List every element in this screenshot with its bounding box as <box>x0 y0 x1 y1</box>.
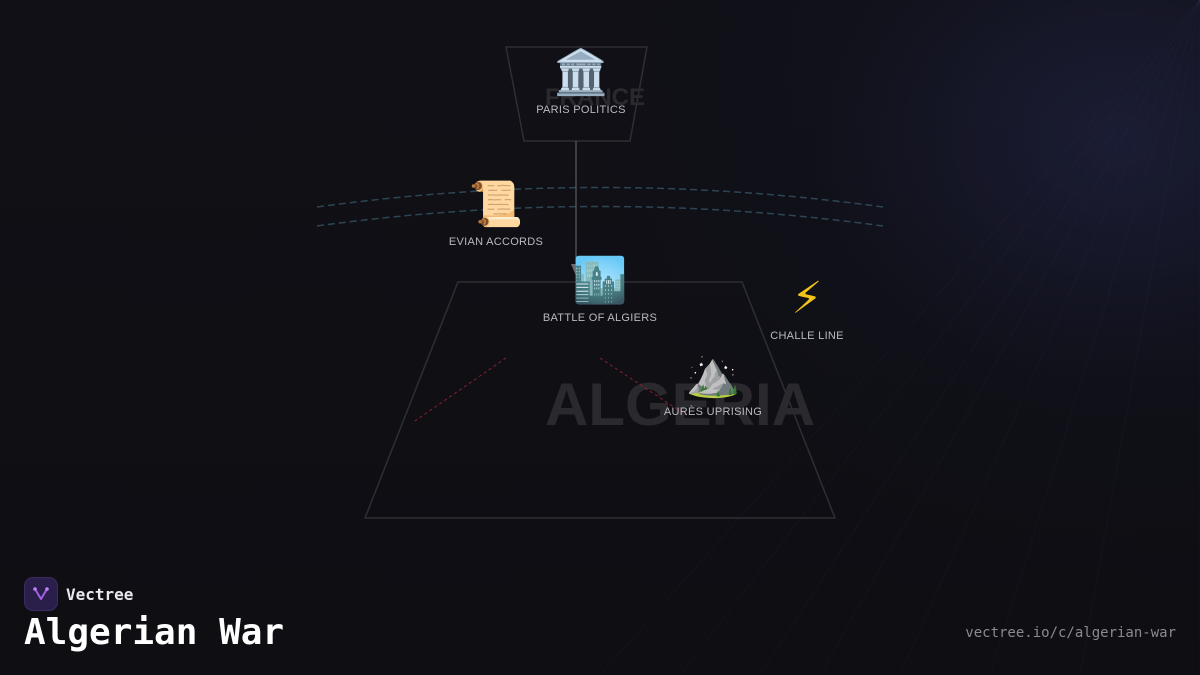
scroll-icon: 📜 <box>468 179 524 230</box>
node-label-evian-accords: EVIAN ACCORDS <box>448 236 544 248</box>
node-label-aures-uprising: AURÈS UPRISING <box>663 406 763 418</box>
parliament-icon: 🏛️ <box>553 47 609 98</box>
sea-line-south <box>316 205 884 227</box>
sea-line-north <box>316 186 884 208</box>
page-url[interactable]: vectree.io/c/algerian-war <box>965 625 1176 641</box>
node-paris-politics[interactable]: 🏛️ PARIS POLITICS <box>536 47 626 117</box>
brand[interactable]: Vectree <box>24 577 133 611</box>
node-battle-of-algiers[interactable]: 🏙️ BATTLE OF ALGIERS <box>542 255 658 325</box>
lightning-icon: ⚡ <box>791 273 823 324</box>
vectree-logo-icon <box>24 577 58 611</box>
front-line-east <box>599 357 687 416</box>
page-title: Algerian War <box>24 612 285 653</box>
france-region-label: FRANCE <box>545 84 645 111</box>
node-evian-accords[interactable]: 📜 EVIAN ACCORDS <box>448 179 544 249</box>
node-label-battle-of-algiers: BATTLE OF ALGIERS <box>542 312 658 324</box>
node-aures-uprising[interactable]: ⛰️ AURÈS UPRISING <box>663 349 763 419</box>
cityscape-icon: 🏙️ <box>572 255 628 306</box>
algeria-region-label: ALGERIA <box>545 371 815 438</box>
node-challe-line[interactable]: ⚡ CHALLE LINE <box>770 273 844 343</box>
node-label-challe-line: CHALLE LINE <box>770 330 844 342</box>
front-line-west <box>411 357 507 424</box>
algeria-region <box>363 281 837 519</box>
france-region <box>505 46 648 142</box>
connector-arrowhead <box>571 264 581 276</box>
node-label-paris-politics: PARIS POLITICS <box>536 104 626 116</box>
brand-name: Vectree <box>66 584 134 604</box>
mountain-icon: ⛰️ <box>685 349 741 400</box>
